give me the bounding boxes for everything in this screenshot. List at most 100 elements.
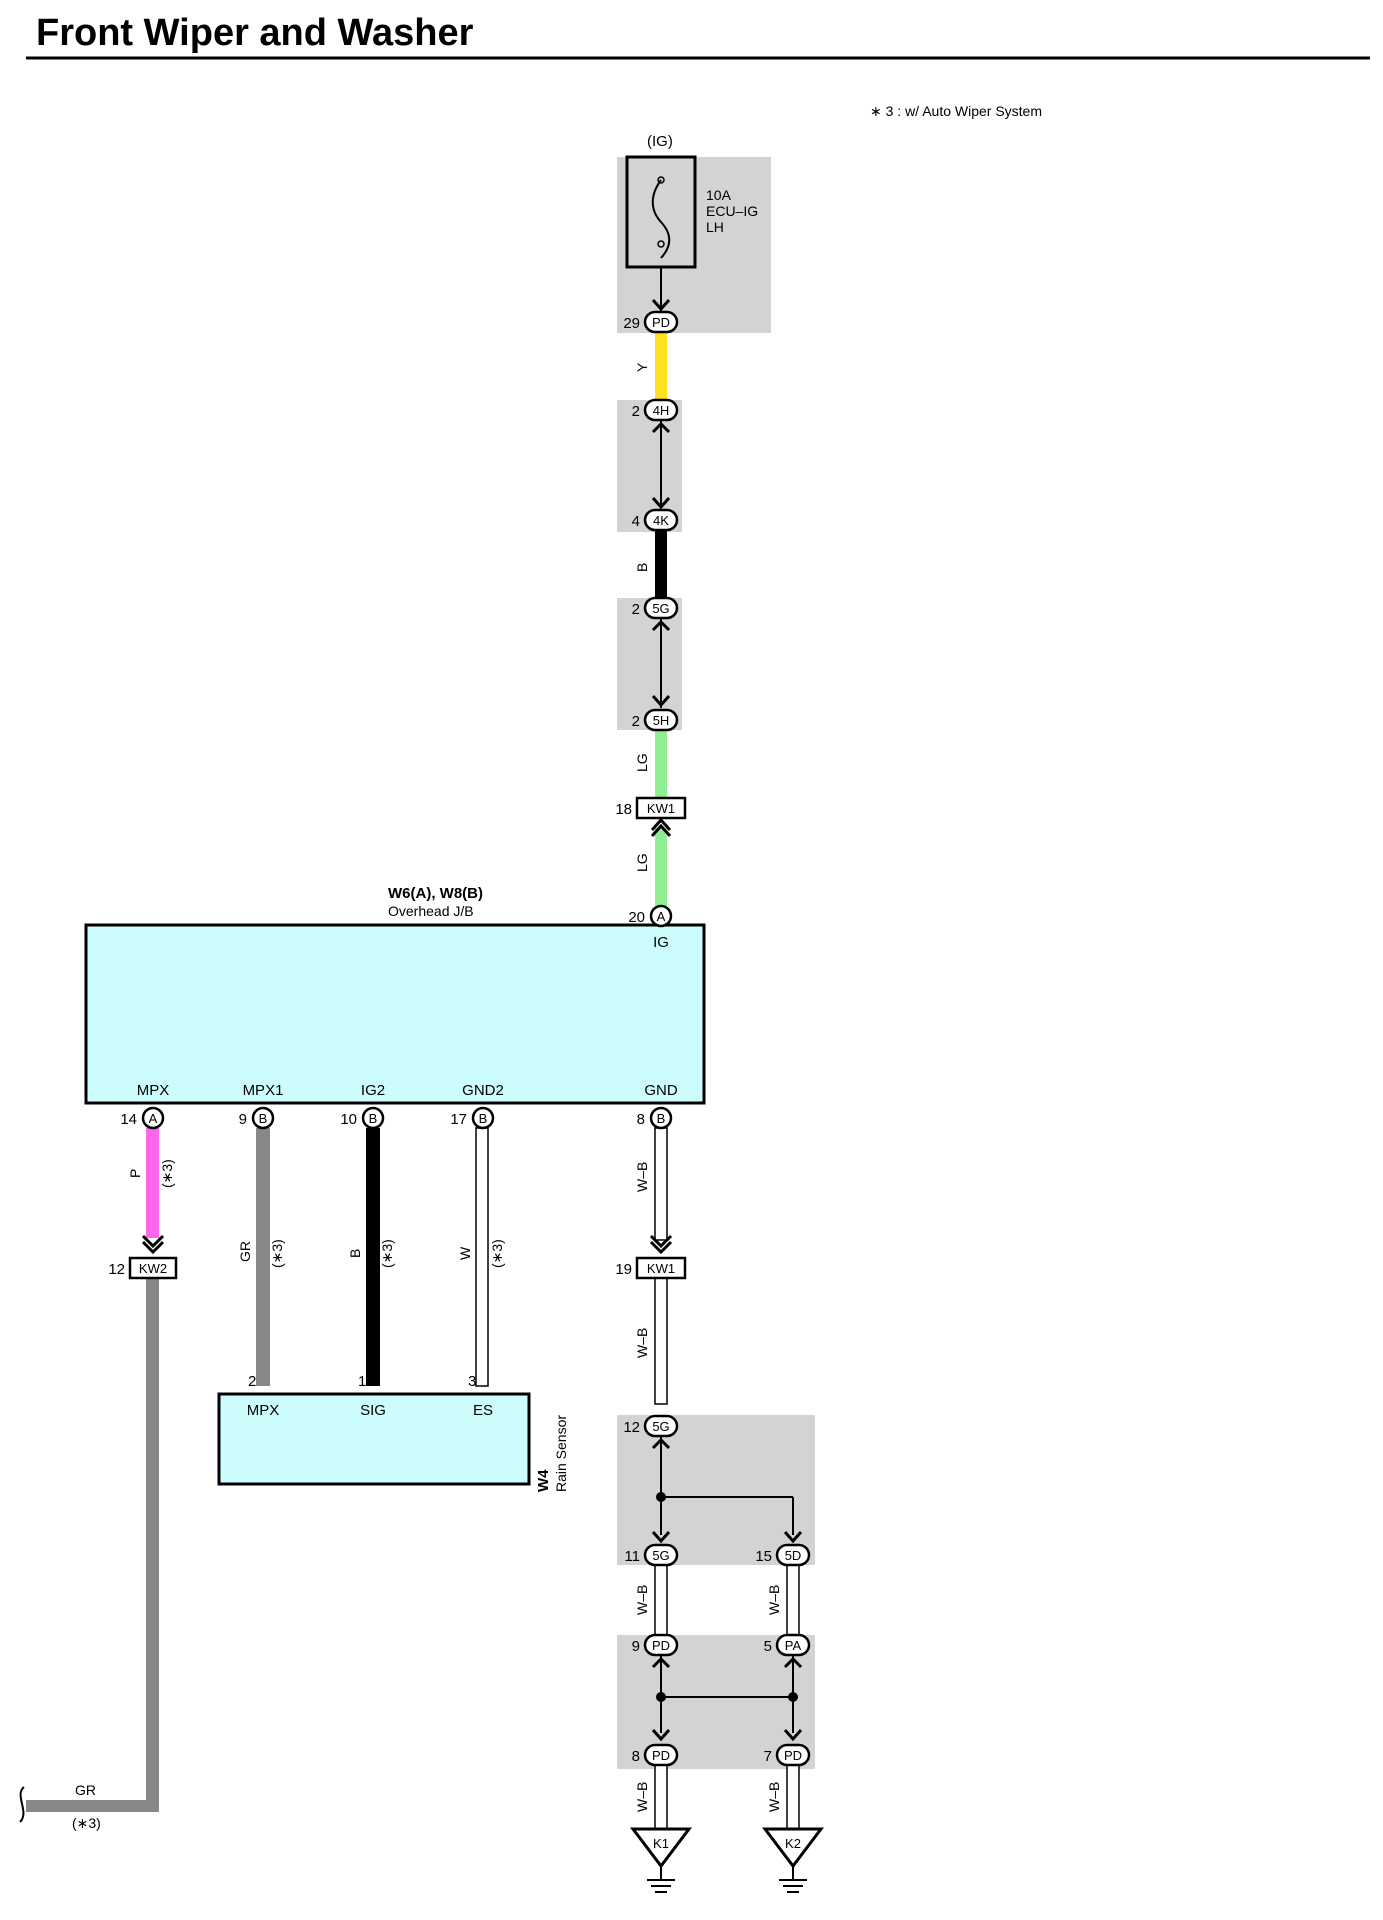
rain-pin-num-2: 2: [248, 1373, 256, 1390]
wire-label-b: B: [634, 563, 650, 572]
wire-label-y: Y: [634, 362, 650, 372]
rain-sensor-name: Rain Sensor: [553, 1415, 569, 1492]
connector-pin: 9: [239, 1111, 247, 1128]
connector-a14: A 14: [120, 1106, 165, 1130]
connector-code: KW1: [647, 801, 675, 816]
wire-label-star-gr-bottom: (∗3): [72, 1815, 101, 1831]
wire-label-lg-1: LG: [634, 753, 650, 772]
rain-sensor-box: [217, 1392, 531, 1486]
jb-pin-gnd2: GND2: [462, 1082, 504, 1099]
connector-pin: 9: [632, 1638, 640, 1655]
connector-code: A: [657, 909, 666, 924]
connector-code: B: [657, 1111, 666, 1126]
connector-pin: 20: [628, 909, 645, 926]
fuse-amp: 10A: [706, 187, 732, 203]
connector-pin: 12: [623, 1419, 640, 1436]
ground-label: K2: [785, 1836, 801, 1851]
wire-gray-gr-vertical: [146, 1278, 159, 1812]
connector-pin: 14: [120, 1111, 137, 1128]
splice-dot-3: [788, 1692, 798, 1702]
connector-kw2: KW2 12: [108, 1234, 178, 1280]
jb-pin-gnd: GND: [644, 1082, 678, 1099]
connector-4k: 4K 4: [632, 508, 679, 532]
connector-code: 5G: [652, 1419, 669, 1434]
wire-label-gr: GR: [237, 1241, 253, 1262]
wire-wb-2: [654, 1277, 668, 1405]
wire-label-b2: B: [347, 1249, 363, 1258]
wire-lg-upper: [655, 730, 667, 800]
rain-pin-num-3: 3: [468, 1373, 476, 1390]
jb-name: W6(A), W8(B): [388, 885, 483, 902]
fuse-name: ECU–IG: [706, 203, 758, 219]
splice-dot-2: [656, 1692, 666, 1702]
connector-pd29: PD 29: [623, 310, 679, 334]
jb-pin-mpx1: MPX1: [243, 1082, 284, 1099]
wire-gray-mpx1: [256, 1128, 270, 1386]
page-title: Front Wiper and Washer: [36, 12, 474, 54]
connector-code: A: [149, 1111, 158, 1126]
connector-code: 5G: [652, 1548, 669, 1563]
overhead-jb-box: [84, 923, 706, 1105]
connector-pin: 10: [340, 1111, 357, 1128]
rain-pin-mpx: MPX: [247, 1402, 280, 1419]
wire-label-wb-2: W–B: [634, 1328, 650, 1358]
connector-code: PD: [652, 1638, 670, 1653]
connector-code: PD: [652, 315, 670, 330]
wire-label-lg-2: LG: [634, 853, 650, 872]
wire-label-gr-bottom: GR: [75, 1782, 96, 1798]
connector-b8: B 8: [637, 1106, 673, 1130]
splice-dot: [656, 1492, 666, 1502]
wire-label-wb-1: W–B: [634, 1162, 650, 1192]
wire-black-b: [655, 530, 667, 608]
connector-pin: 19: [615, 1261, 632, 1278]
rain-sensor-id: W4: [535, 1469, 552, 1492]
ground-k1: K1: [629, 1827, 693, 1893]
connector-5g-11: 5G 11: [624, 1543, 679, 1567]
wire-label-w: W: [457, 1246, 473, 1260]
connector-kw1-bottom: KW1 19: [615, 1234, 687, 1280]
connector-pin: 17: [450, 1111, 467, 1128]
connector-pin: 18: [615, 801, 632, 818]
connector-code: 5H: [653, 713, 670, 728]
wire-label-wb-5: W–B: [634, 1782, 650, 1812]
ground-k2: K2: [761, 1827, 825, 1893]
connector-b9: B 9: [239, 1106, 275, 1130]
connector-code: 5G: [652, 601, 669, 616]
connector-pin: 2: [632, 713, 640, 730]
connector-5g-12: 5G 12: [623, 1414, 679, 1438]
jb-pin-mpx: MPX: [137, 1082, 170, 1099]
wire-break-symbol: [19, 1786, 25, 1823]
connector-pin: 12: [108, 1261, 125, 1278]
wire-label-wb-4: W–B: [766, 1585, 782, 1615]
connector-5g-top: 5G 2: [632, 596, 679, 620]
connector-code: B: [259, 1111, 268, 1126]
wire-label-star-b: (∗3): [379, 1239, 395, 1268]
wire-black-ig2: [366, 1128, 380, 1386]
connector-5d-15: 5D 15: [755, 1543, 811, 1567]
wire-label-wb-3: W–B: [634, 1585, 650, 1615]
connector-code: 5D: [785, 1548, 802, 1563]
connector-pin: 7: [764, 1748, 772, 1765]
wire-yellow: [655, 332, 667, 410]
connector-4h: 4H 2: [632, 398, 679, 422]
ig-label: (IG): [647, 133, 673, 150]
jb-pin-ig: IG: [653, 934, 669, 951]
wire-label-star-p: (∗3): [159, 1159, 175, 1188]
connector-code: KW1: [647, 1261, 675, 1276]
rain-pin-es: ES: [473, 1402, 493, 1419]
fuse-name-2: LH: [706, 219, 724, 235]
connector-pd-8: PD 8: [632, 1743, 679, 1767]
wire-pink-p: [146, 1128, 159, 1238]
connector-pin: 2: [632, 403, 640, 420]
connector-5h: 5H 2: [632, 708, 679, 732]
wire-wb-3: [654, 1564, 668, 1636]
rain-pin-sig: SIG: [360, 1402, 386, 1419]
wire-label-wb-6: W–B: [766, 1782, 782, 1812]
wire-white-gnd2: [475, 1127, 489, 1387]
connector-arrows: [651, 299, 803, 1742]
wire-wb-4: [786, 1564, 800, 1636]
connector-pin: 11: [624, 1548, 640, 1565]
ground-label: K1: [653, 1836, 669, 1851]
wire-label-p: P: [127, 1169, 143, 1178]
